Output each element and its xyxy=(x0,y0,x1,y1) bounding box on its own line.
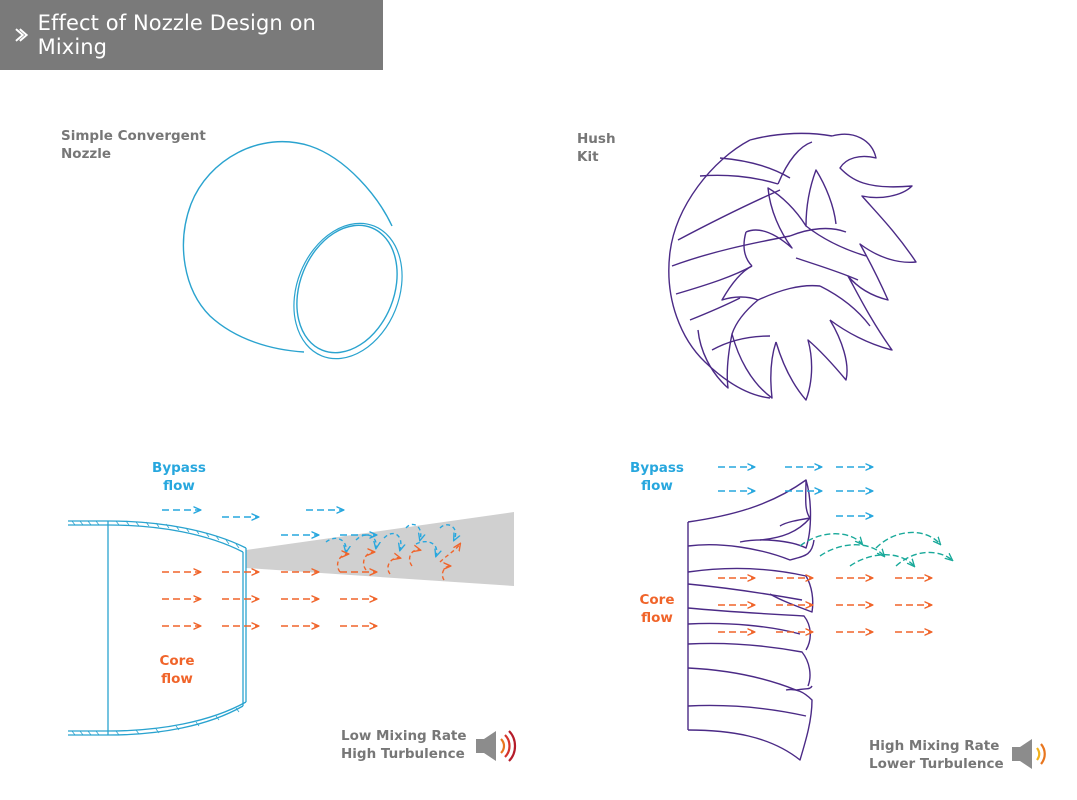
right-result-label: High Mixing Rate Lower Turbulence xyxy=(869,737,1004,773)
left-nozzle-section xyxy=(68,510,514,736)
convergent-label-line1: Simple Convergent xyxy=(61,128,206,144)
page-title: Effect of Nozzle Design on Mixing xyxy=(37,11,316,59)
right-core-line1: Core xyxy=(639,592,675,608)
mixed-flow-swirls xyxy=(799,531,952,566)
speaker-icon-loud xyxy=(476,730,517,762)
left-core-line2: flow xyxy=(161,671,193,687)
left-result-line2: High Turbulence xyxy=(341,746,465,762)
hush-kit-label-line2: Kit xyxy=(577,149,599,165)
convergent-label-line2: Nozzle xyxy=(61,146,112,162)
right-core-label: Core flow xyxy=(630,591,684,627)
title-bar: Effect of Nozzle Design on Mixing xyxy=(0,0,383,70)
right-result-line2: Lower Turbulence xyxy=(869,756,1004,772)
right-bypass-line2: flow xyxy=(641,478,673,494)
right-result-line1: High Mixing Rate xyxy=(869,738,1000,754)
exhaust-plume xyxy=(246,512,514,586)
hush-kit-label: Hush Kit xyxy=(577,130,616,166)
left-bypass-line2: flow xyxy=(163,478,195,494)
turbulence-swirls xyxy=(325,523,460,581)
left-bypass-label: Bypass flow xyxy=(150,459,208,495)
speaker-icon-quiet xyxy=(1012,739,1046,769)
right-core-line2: flow xyxy=(641,610,673,626)
chevron-right-icon xyxy=(15,28,28,42)
left-result-label: Low Mixing Rate High Turbulence xyxy=(341,727,467,763)
left-result-line1: Low Mixing Rate xyxy=(341,728,467,744)
right-bypass-line1: Bypass xyxy=(630,460,684,476)
hush-kit-drawing xyxy=(668,132,917,401)
convergent-nozzle-drawing xyxy=(182,141,403,360)
hush-kit-label-line1: Hush xyxy=(577,131,616,147)
convergent-nozzle-label: Simple Convergent Nozzle xyxy=(61,127,206,163)
right-hushkit-section xyxy=(687,467,952,761)
left-bypass-line1: Bypass xyxy=(152,460,206,476)
right-bypass-label: Bypass flow xyxy=(628,459,686,495)
left-core-line1: Core xyxy=(159,653,195,669)
left-core-label: Core flow xyxy=(150,652,204,688)
